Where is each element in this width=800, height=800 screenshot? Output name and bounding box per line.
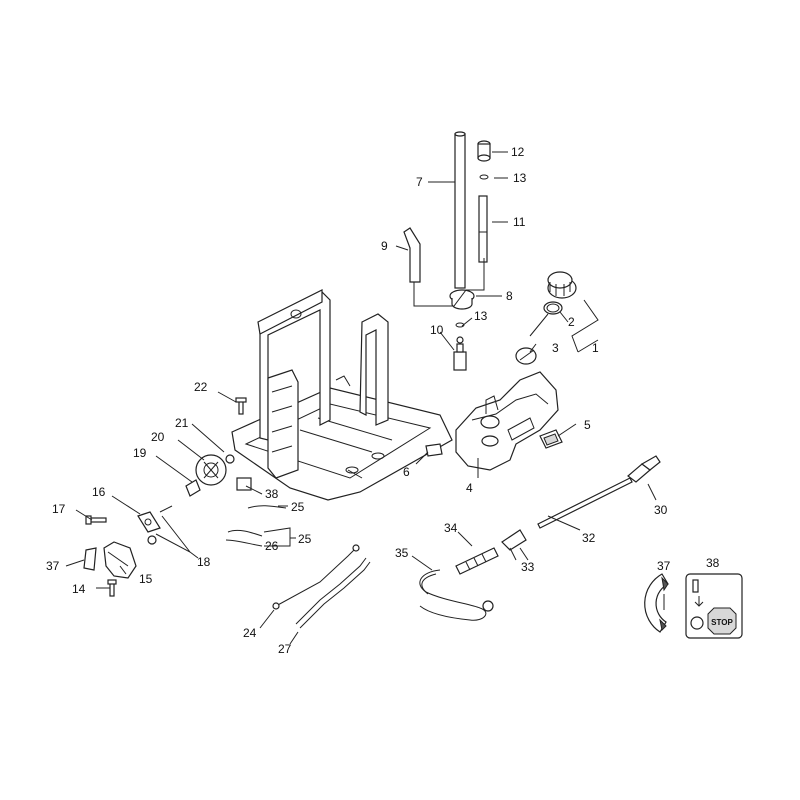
- callout-21: 21: [175, 416, 189, 430]
- callout-38-body: 38: [265, 487, 279, 501]
- callout-22: 22: [194, 380, 208, 394]
- callout-3: 3: [552, 341, 559, 355]
- lever-range-decal: [644, 573, 669, 633]
- callout-19: 19: [133, 446, 147, 460]
- callout-4: 4: [466, 481, 473, 495]
- callout-34: 34: [444, 521, 458, 535]
- callout-8: 8: [506, 289, 513, 303]
- callout-33: 33: [521, 560, 535, 574]
- callout-25-upper: 25: [291, 500, 305, 514]
- callout-26: 26: [265, 539, 279, 553]
- callout-27: 27: [278, 642, 292, 656]
- hinge-cover: [103, 541, 137, 579]
- tank-clip: [425, 443, 443, 457]
- callout-32: 32: [582, 531, 596, 545]
- tank-strainer: [515, 313, 549, 365]
- callout-35: 35: [395, 546, 409, 560]
- backpack-frame: [231, 289, 453, 501]
- callout-16: 16: [92, 485, 106, 499]
- strap-clip: [225, 539, 263, 547]
- stop-decal-text: STOP: [711, 618, 733, 627]
- pump-tube: [454, 131, 466, 289]
- callout-18: 18: [197, 555, 211, 569]
- elbow-pipe: [403, 227, 421, 283]
- callout-37-decal: 37: [657, 559, 671, 573]
- cap-gasket: [543, 301, 563, 315]
- stop-decal: STOP: [685, 573, 743, 639]
- strap-wire: [272, 544, 360, 610]
- lever-arm: [185, 479, 201, 497]
- callout-17: 17: [52, 502, 66, 516]
- tank-cap: [547, 271, 577, 299]
- cylinder-sleeve: [478, 195, 488, 263]
- callout-5: 5: [584, 418, 591, 432]
- callout-13-lower: 13: [474, 309, 488, 323]
- piston-cap: [477, 140, 491, 162]
- callout-25-lower: 25: [298, 532, 312, 546]
- callout-11: 11: [513, 215, 526, 229]
- wand: [537, 477, 633, 529]
- nozzle: [627, 455, 661, 483]
- frame-label: [236, 477, 252, 491]
- callout-14: 14: [72, 582, 86, 596]
- callout-9: 9: [381, 239, 388, 253]
- callout-30: 30: [654, 503, 668, 517]
- lever-decal: [83, 547, 97, 571]
- callout-24: 24: [243, 626, 257, 640]
- fuel-tank: [455, 371, 559, 471]
- callout-38-decal: 38: [706, 556, 720, 570]
- lever-bolt: [107, 579, 117, 597]
- callout-labels: 12 13 7 11 9 8 13 10 2 3 1 5 6 4 22 21 2…: [46, 145, 720, 656]
- callout-2: 2: [568, 315, 575, 329]
- callout-10: 10: [430, 323, 444, 337]
- spring-strap: [295, 557, 371, 629]
- strap-hook: [227, 505, 287, 537]
- wand-extension: [455, 547, 499, 575]
- crank-pin: [225, 454, 235, 464]
- frame-screw: [235, 397, 247, 415]
- pivot-nut: [147, 535, 157, 545]
- callout-7: 7: [416, 175, 423, 189]
- callout-13-upper: 13: [513, 171, 527, 185]
- callout-15: 15: [139, 572, 153, 586]
- callout-12: 12: [511, 145, 525, 159]
- pivot-bracket: [137, 505, 173, 533]
- callout-37-lever: 37: [46, 559, 60, 573]
- tank-label: [539, 429, 563, 449]
- crank-wheel: [195, 454, 227, 486]
- pivot-bolt: [85, 515, 107, 525]
- callout-6: 6: [403, 465, 410, 479]
- callout-20: 20: [151, 430, 165, 444]
- callout-1: 1: [592, 341, 599, 355]
- shut-off-valve: [501, 529, 527, 561]
- pressure-valve: [453, 336, 467, 371]
- hose: [419, 569, 494, 621]
- leader-lines: [65, 151, 657, 645]
